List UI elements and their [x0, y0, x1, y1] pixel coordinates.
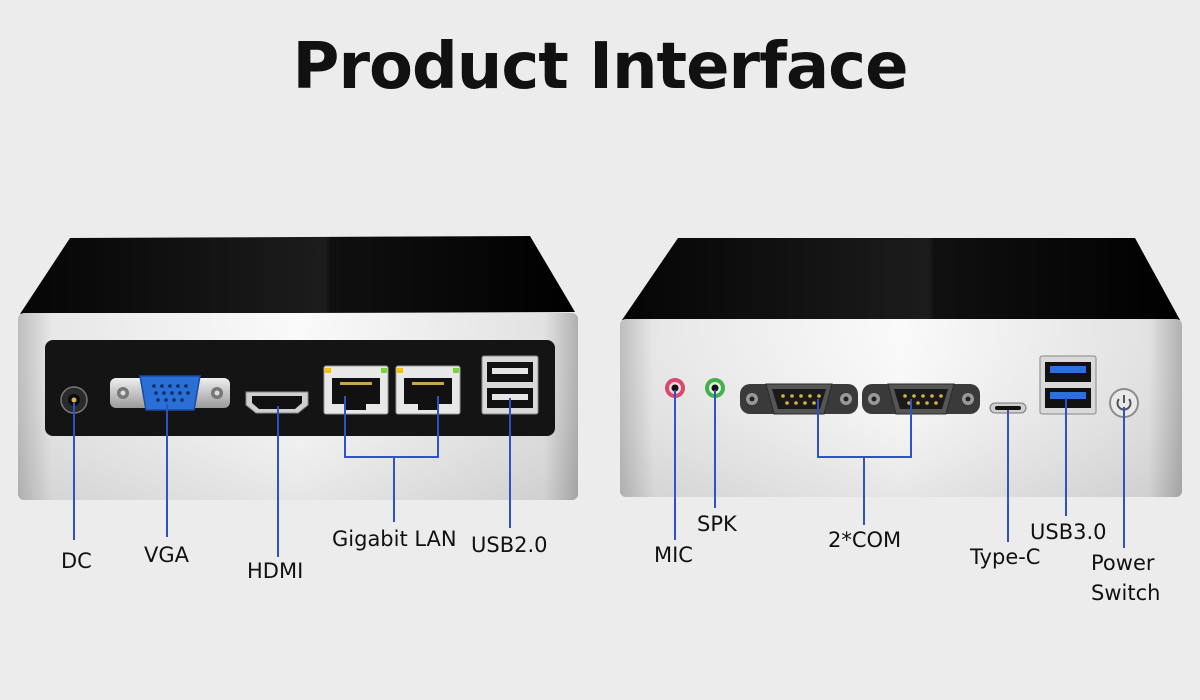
label-mic: MIC — [654, 543, 693, 567]
com-port-1 — [740, 383, 858, 415]
right-leader-lines — [674, 390, 1125, 548]
dc-port — [60, 386, 88, 414]
label-usb3: USB3.0 — [1030, 520, 1107, 544]
left-device — [18, 236, 578, 500]
typec-port — [989, 402, 1027, 414]
label-usb2: USB2.0 — [471, 533, 548, 557]
right-device — [620, 238, 1182, 497]
right-device-top — [622, 238, 1180, 320]
lan-port-2 — [395, 365, 461, 415]
left-leader-lines — [73, 396, 511, 557]
label-hdmi: HDMI — [247, 559, 304, 583]
lan-port-1 — [323, 365, 389, 415]
label-typec: Type-C — [970, 545, 1041, 569]
left-device-top — [20, 236, 575, 314]
power-button — [1109, 388, 1139, 418]
label-power-line2: Switch — [1091, 581, 1161, 605]
label-gigabit-lan: Gigabit LAN — [332, 527, 457, 551]
hdmi-port — [245, 391, 309, 414]
label-dc: DC — [61, 549, 92, 573]
label-power-line1: Power — [1091, 551, 1155, 575]
mic-jack — [665, 378, 685, 398]
label-vga: VGA — [144, 543, 190, 567]
label-spk: SPK — [697, 512, 737, 536]
vga-port — [110, 375, 230, 411]
label-com: 2*COM — [828, 528, 902, 552]
spk-jack — [705, 378, 725, 398]
page-title: Product Interface — [292, 30, 909, 104]
usb3-ports — [1039, 355, 1097, 415]
com-port-2 — [862, 383, 980, 415]
